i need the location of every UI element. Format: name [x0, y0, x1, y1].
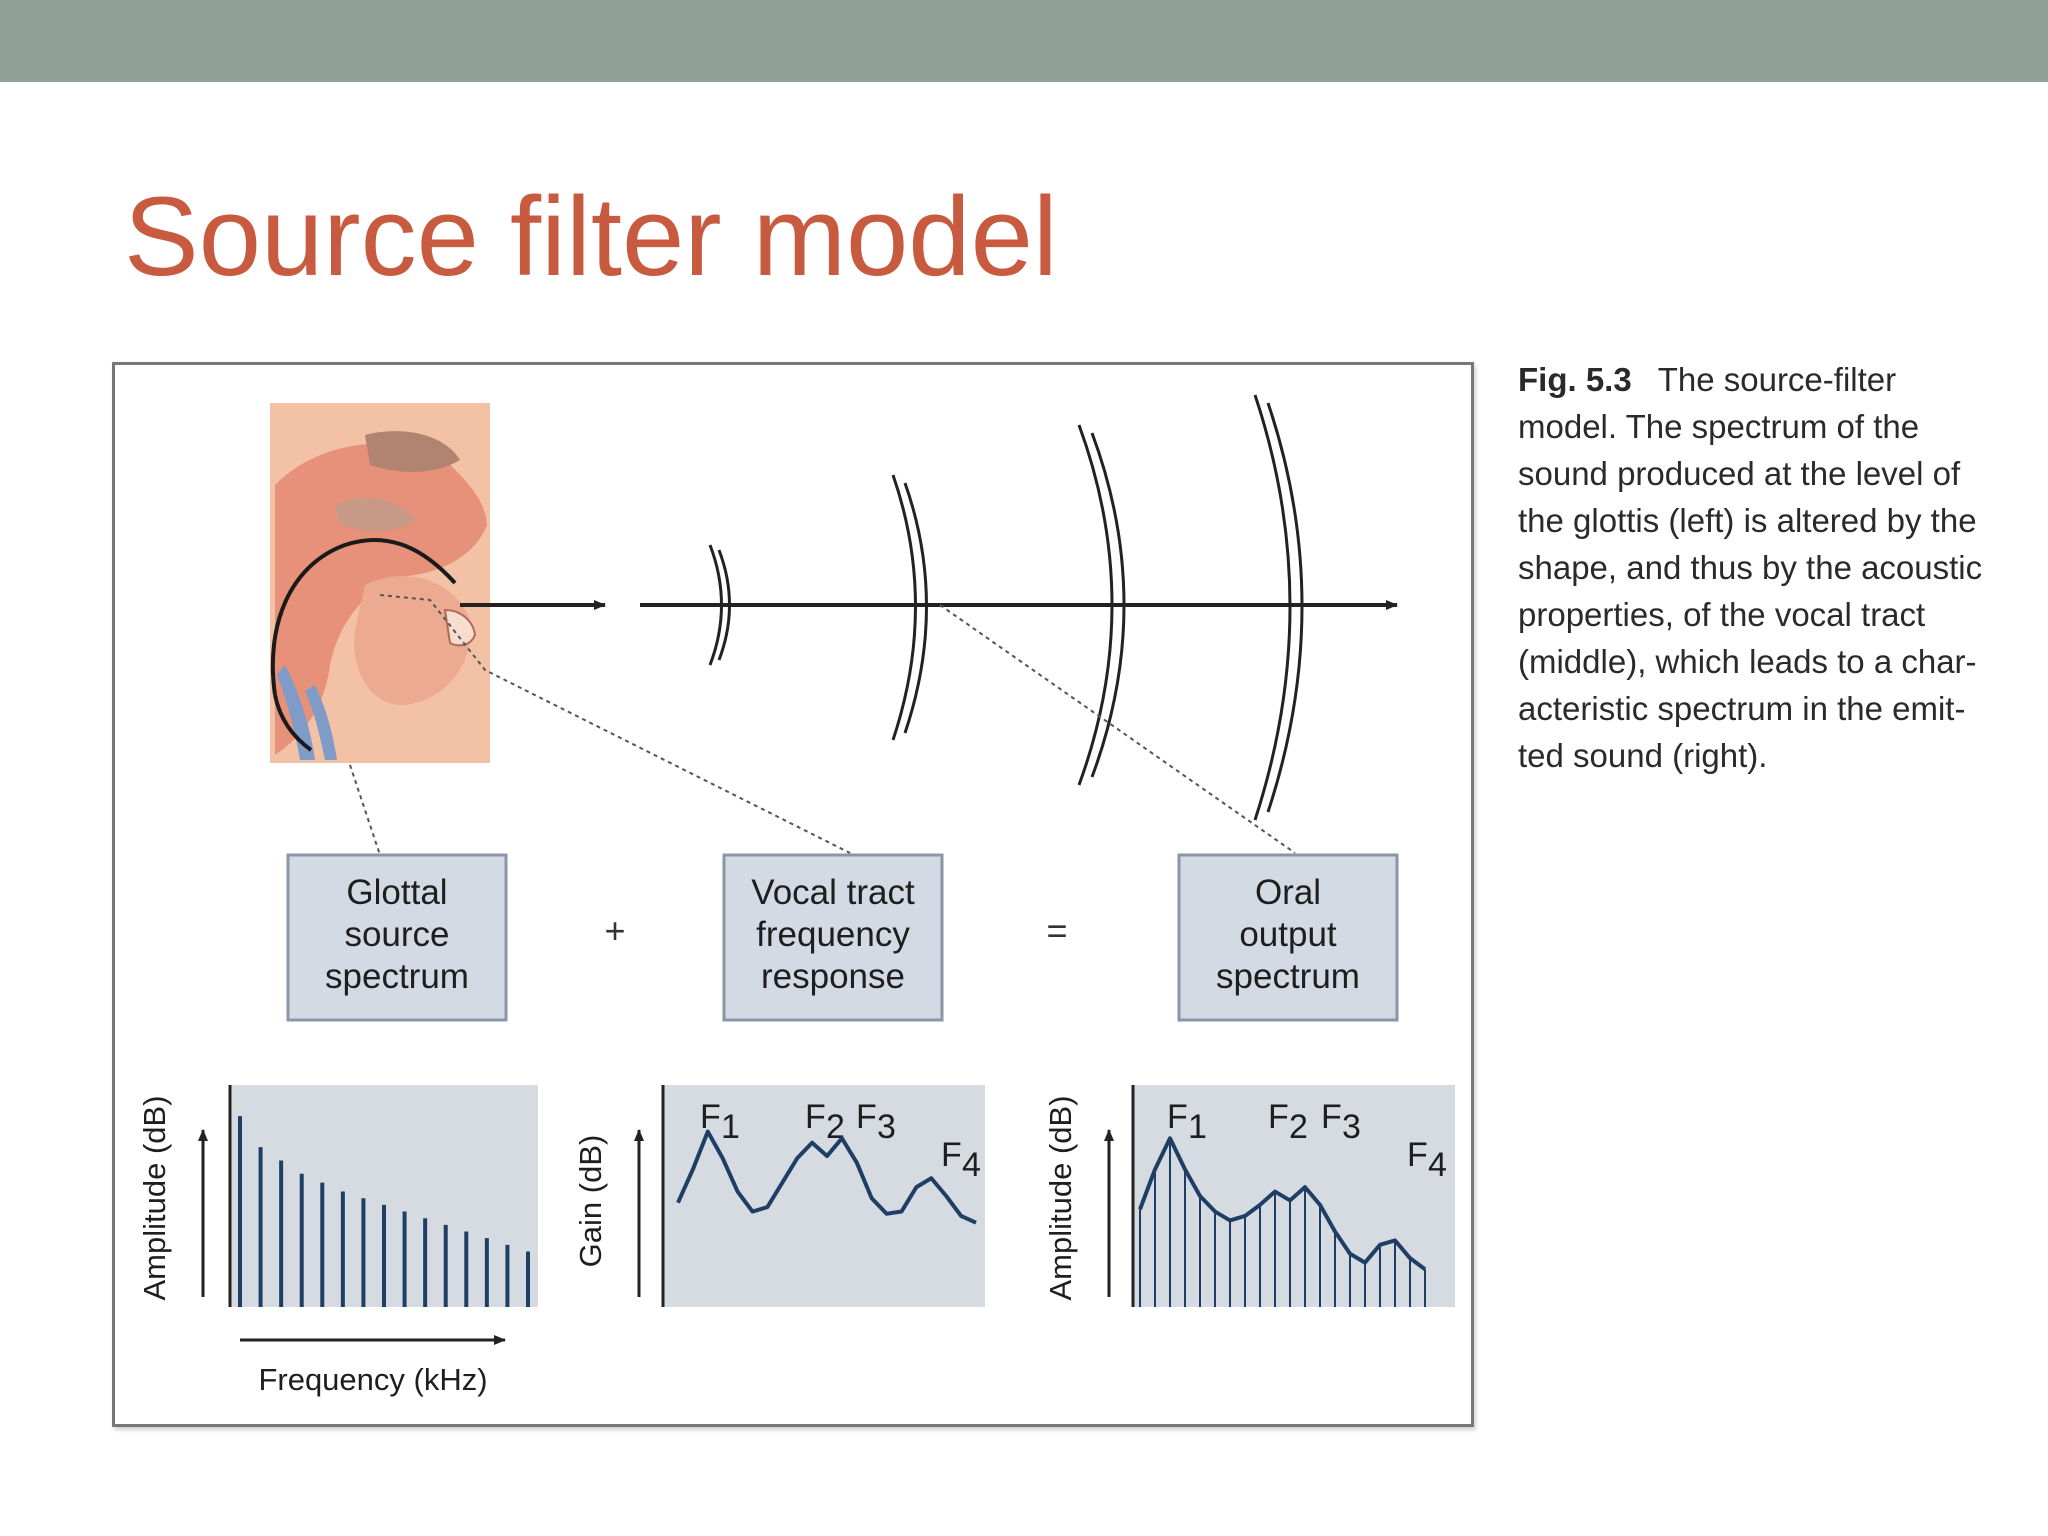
- vocal-box-line-3: response: [761, 957, 905, 996]
- vocal-response-curve: [676, 1129, 977, 1225]
- output-spectrum-group: [1138, 1136, 1427, 1307]
- oral-box-line-3: spectrum: [1216, 957, 1360, 996]
- glottal-box-line-1: Glottal: [346, 873, 447, 912]
- source-filter-figure: Glottal source spectrum Vocal tract freq…: [112, 362, 1474, 1427]
- vocal-formant-f4-letter: F: [941, 1136, 962, 1174]
- vocal-box-line-1: Vocal tract: [751, 873, 915, 912]
- caption-line-4: the glottis (left) is altered by the: [1518, 502, 1977, 539]
- oral-output-box: Oral output spectrum: [1177, 853, 1399, 1022]
- vocal-formant-f1: F 1: [700, 1098, 740, 1146]
- frequency-axis-label: Frequency (kHz): [258, 1362, 487, 1397]
- slide-title: Source filter model: [124, 174, 1058, 299]
- vocal-formant-f1-letter: F: [700, 1098, 721, 1136]
- output-formant-f4: F 4: [1407, 1136, 1447, 1184]
- vocal-formant-f3: F 3: [856, 1098, 896, 1146]
- output-formant-f1-letter: F: [1167, 1098, 1188, 1136]
- output-formant-f2: F 2: [1268, 1098, 1308, 1146]
- output-formant-f3: F 3: [1321, 1098, 1361, 1146]
- equals-operator: =: [1046, 910, 1067, 951]
- caption-line-9: ted sound (right).: [1518, 737, 1768, 774]
- vocal-formant-f2-sub: 2: [826, 1108, 845, 1146]
- figure-number: Fig. 5.3: [1518, 361, 1632, 398]
- glottal-source-box: Glottal source spectrum: [286, 853, 508, 1022]
- head-cross-section-icon: [270, 403, 490, 763]
- caption-line-7: (middle), which leads to a char-: [1518, 643, 1977, 680]
- glottal-box-line-2: source: [344, 915, 449, 954]
- output-formant-f1: F 1: [1167, 1098, 1207, 1146]
- vocal-formant-f3-sub: 3: [877, 1108, 896, 1146]
- output-formant-f4-letter: F: [1407, 1136, 1428, 1174]
- vocal-formant-f2-letter: F: [805, 1098, 826, 1136]
- sound-wave-icon: [708, 394, 1304, 821]
- output-formant-f1-sub: 1: [1188, 1108, 1207, 1146]
- caption-line-1-text: The source-filter: [1657, 361, 1897, 398]
- output-formant-f4-sub: 4: [1428, 1146, 1447, 1184]
- output-formant-f3-sub: 3: [1342, 1108, 1361, 1146]
- caption-line-6: properties, of the vocal tract: [1518, 596, 1926, 633]
- vocal-response-curve-group: [676, 1129, 977, 1225]
- vocal-tract-box: Vocal tract frequency response: [722, 853, 944, 1022]
- amplitude-axis-label: Amplitude (dB): [137, 1095, 172, 1300]
- glottal-box-line-3: spectrum: [325, 957, 469, 996]
- vocal-formant-f4: F 4: [941, 1136, 981, 1184]
- glottal-harmonic-bars: [238, 1116, 530, 1307]
- slide-top-bar: [0, 0, 2048, 82]
- amplitude-output-axis-label: Amplitude (dB): [1043, 1095, 1078, 1300]
- gain-axis-label: Gain (dB): [573, 1135, 608, 1268]
- caption-line-5: shape, and thus by the acoustic: [1518, 549, 1983, 586]
- vocal-formant-f1-sub: 1: [721, 1108, 740, 1146]
- output-formant-f3-letter: F: [1321, 1098, 1342, 1136]
- plus-operator: +: [604, 910, 625, 951]
- figure-caption: Fig. 5.3 The source-filter model. The spe…: [1518, 356, 2018, 776]
- figure-canvas: Glottal source spectrum Vocal tract freq…: [137, 394, 1455, 1397]
- vocal-response-panel: [663, 1085, 985, 1307]
- oral-box-line-2: output: [1239, 915, 1337, 954]
- vocal-formant-f2: F 2: [805, 1098, 845, 1146]
- vocal-box-line-2: frequency: [756, 915, 910, 954]
- vocal-formant-f4-sub: 4: [962, 1146, 981, 1184]
- output-formant-f2-sub: 2: [1289, 1108, 1308, 1146]
- oral-box-line-1: Oral: [1255, 873, 1321, 912]
- caption-line-3: sound produced at the level of: [1518, 455, 1961, 492]
- caption-line-1: Fig. 5.3 The source-filter: [1518, 356, 2018, 403]
- vocal-formant-f3-letter: F: [856, 1098, 877, 1136]
- output-formant-f2-letter: F: [1268, 1098, 1289, 1136]
- leader-lines: [349, 594, 1296, 856]
- caption-line-8: acteristic spectrum in the emit-: [1518, 690, 1966, 727]
- output-envelope-curve: [1138, 1136, 1427, 1271]
- caption-line-2: model. The spectrum of the: [1518, 408, 1920, 445]
